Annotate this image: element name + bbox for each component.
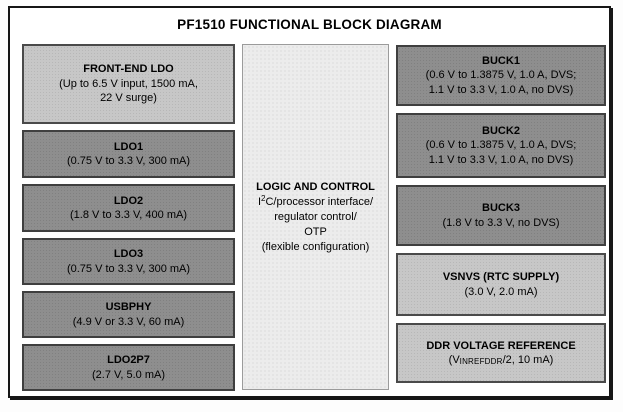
block-line: 1.1 V to 3.3 V, 1.0 A, no DVS) [428, 153, 574, 166]
block-buck2: BUCK2 (0.6 V to 1.3875 V, 1.0 A, DVS; 1.… [396, 113, 606, 178]
block-buck1: BUCK1 (0.6 V to 1.3875 V, 1.0 A, DVS; 1.… [396, 45, 606, 106]
subscript: INREFDDR [459, 357, 503, 366]
block-title: LDO3 [113, 248, 144, 260]
block-buck3: BUCK3 (1.8 V to 3.3 V, no DVS) [396, 185, 606, 246]
block-title: BUCK3 [482, 202, 520, 214]
block-line: (0.75 V to 3.3 V, 300 mA) [66, 262, 191, 275]
block-line: (Up to 6.5 V input, 1500 mA, [59, 77, 198, 90]
block-ldo2: LDO2 (1.8 V to 3.3 V, 400 mA) [22, 184, 235, 232]
block-ldo1: LDO1 (0.75 V to 3.3 V, 300 mA) [22, 130, 235, 178]
block-line: OTP [304, 225, 327, 238]
block-line: (3.0 V, 2.0 mA) [464, 285, 538, 298]
diagram-frame: PF1510 FUNCTIONAL BLOCK DIAGRAM FRONT-EN… [8, 6, 611, 398]
block-title: LDO2P7 [107, 354, 150, 366]
superscript: 2 [261, 193, 266, 203]
block-line: 1.1 V to 3.3 V, 1.0 A, no DVS) [428, 83, 574, 96]
block-line: (4.9 V or 3.3 V, 60 mA) [72, 315, 185, 328]
block-title: VSNVS (RTC SUPPLY) [442, 271, 560, 283]
block-logic-and-control: LOGIC AND CONTROL I2C/processor interfac… [242, 44, 389, 390]
block-title: FRONT-END LDO [83, 63, 174, 76]
block-title: BUCK1 [482, 54, 520, 67]
block-line: (1.8 V to 3.3 V, 400 mA) [70, 209, 187, 221]
block-line: (0.75 V to 3.3 V, 300 mA) [66, 155, 191, 167]
diagram-title: PF1510 FUNCTIONAL BLOCK DIAGRAM [177, 17, 442, 32]
block-line: (2.7 V, 5.0 mA) [92, 368, 165, 381]
block-title: LDO2 [113, 194, 144, 207]
block-line: (flexible configuration) [261, 240, 370, 253]
block-ldo2p7: LDO2P7 (2.7 V, 5.0 mA) [22, 344, 235, 391]
block-ldo3: LDO3 (0.75 V to 3.3 V, 300 mA) [22, 238, 235, 285]
block-title: DDR VOLTAGE REFERENCE [426, 339, 576, 352]
block-line-i2c: I2C/processor interface/ [257, 193, 374, 208]
block-line: (1.8 V to 3.3 V, no DVS) [442, 216, 560, 229]
block-title: LOGIC AND CONTROL [256, 180, 375, 193]
left-column: FRONT-END LDO (Up to 6.5 V input, 1500 m… [22, 44, 235, 391]
block-line: regulator control/ [274, 210, 357, 223]
right-column: BUCK1 (0.6 V to 1.3875 V, 1.0 A, DVS; 1.… [396, 45, 606, 383]
block-ddr-voltage-reference: DDR VOLTAGE REFERENCE (VINREFDDR/2, 10 m… [396, 323, 606, 383]
block-line: (0.6 V to 1.3875 V, 1.0 A, DVS; [425, 69, 577, 82]
block-vsnvs: VSNVS (RTC SUPPLY) (3.0 V, 2.0 mA) [396, 253, 606, 316]
block-line-vinrefddr: (VINREFDDR/2, 10 mA) [448, 354, 554, 366]
block-line: (0.6 V to 1.3875 V, 1.0 A, DVS; [425, 139, 577, 152]
block-title: BUCK2 [482, 124, 520, 137]
block-usbphy: USBPHY (4.9 V or 3.3 V, 60 mA) [22, 291, 235, 338]
block-title: LDO1 [113, 140, 144, 153]
block-line: 22 V surge) [100, 92, 157, 105]
block-front-end-ldo: FRONT-END LDO (Up to 6.5 V input, 1500 m… [22, 44, 235, 124]
block-title: USBPHY [105, 301, 152, 313]
